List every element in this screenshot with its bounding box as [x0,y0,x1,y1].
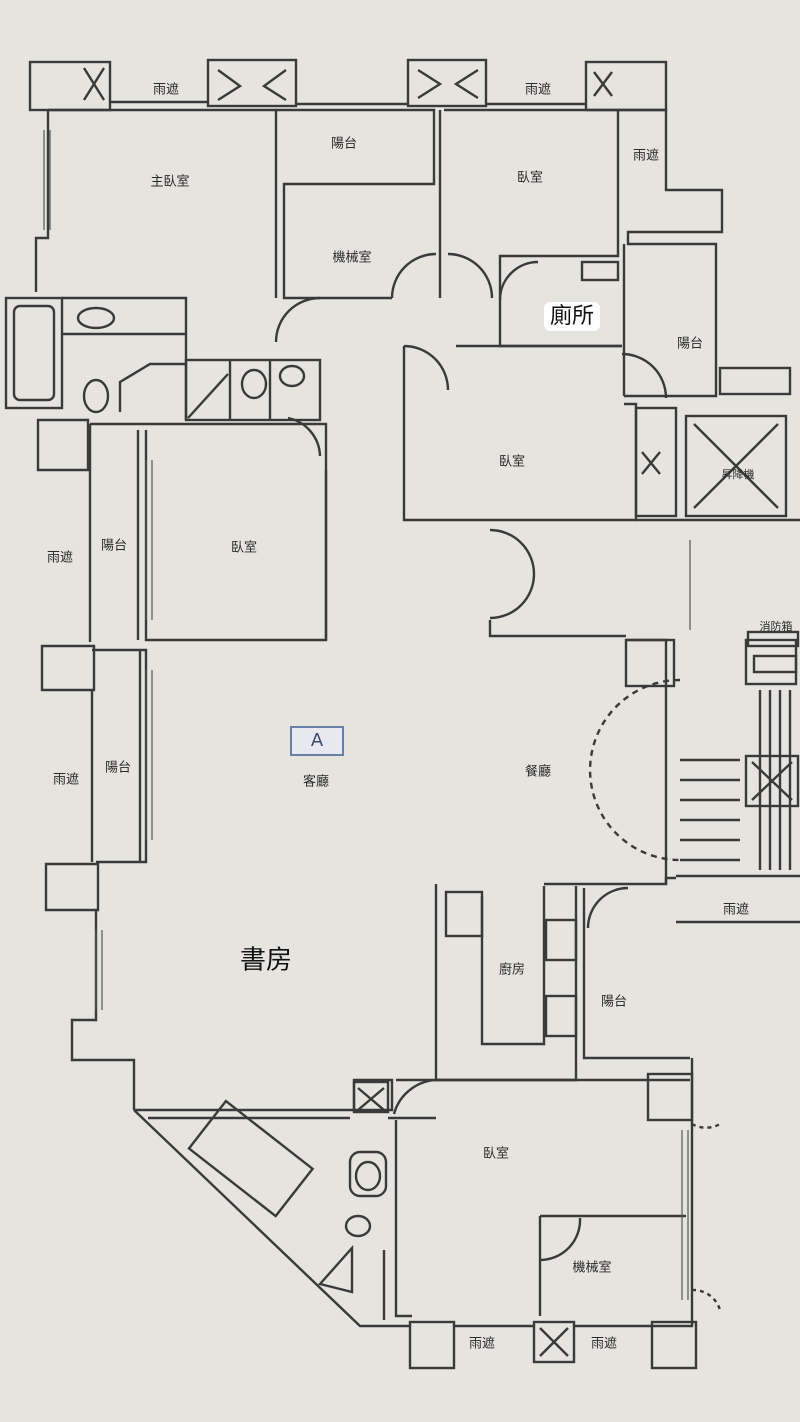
canopy-left-upper: 雨遮 [46,550,74,566]
room-balcony-left-upper: 陽台 [100,538,128,554]
room-balcony-left-lower: 陽台 [104,760,132,776]
room-mech-bottom: 機械室 [572,1260,612,1276]
room-bedroom-mid-right: 臥室 [498,454,526,470]
unit-badge: A [290,726,344,756]
master-bedroom-walls [34,108,278,298]
room-mech-top: 機械室 [332,250,372,266]
canopy-bottom-2: 雨遮 [590,1336,618,1352]
room-balcony-right: 陽台 [676,336,704,352]
toilet-label: 廁所 [543,302,601,331]
fire-box-label: 消防箱 [759,620,793,633]
bathtub-left [4,296,64,410]
canopy-bottom-1: 雨遮 [468,1336,496,1352]
canopy-top-2: 雨遮 [524,82,552,98]
canopy-right-top: 雨遮 [632,148,660,164]
top-left-box [28,60,112,112]
top-right-box [584,60,668,112]
room-balcony-top: 陽台 [330,136,358,152]
room-study: 書房 [239,945,293,976]
balcony-mech-top [276,108,436,300]
room-elevator: 昇降機 [721,468,755,481]
room-balcony-kitchen: 陽台 [600,994,628,1010]
room-dining: 餐廳 [524,764,552,780]
room-kitchen: 廚房 [498,962,526,978]
room-bedroom-top-right: 臥室 [516,170,544,186]
room-bedroom-bottom: 臥室 [482,1146,510,1162]
room-master-bedroom: 主臥室 [150,174,190,190]
top-window-box-1 [206,58,298,108]
top-wall [110,100,586,106]
room-bedroom-left: 臥室 [230,540,258,556]
canopy-right-mid: 雨遮 [722,902,750,918]
room-toilet: 廁所 [543,298,601,331]
room-living: 客廳 [302,774,330,790]
elevator-box [684,414,788,518]
canopy-left-lower: 雨遮 [52,772,80,788]
top-window-box-2 [406,58,488,108]
canopy-top-1: 雨遮 [152,82,180,98]
mech-door-arc [390,252,437,299]
